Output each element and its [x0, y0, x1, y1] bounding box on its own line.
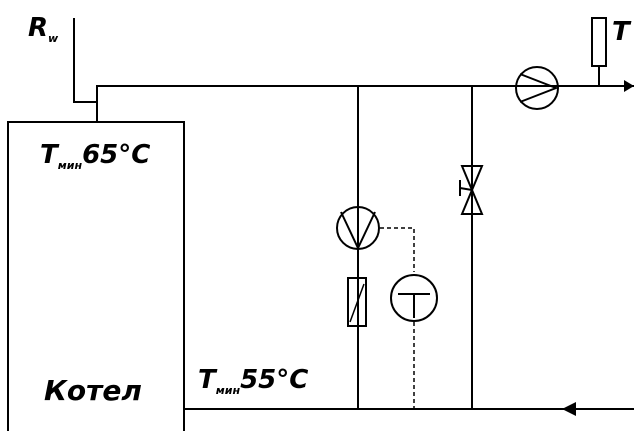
recirculation-pump-icon: [336, 206, 380, 251]
supply-temperature-sensor-icon: [591, 17, 607, 86]
rw-label: Rw: [28, 13, 59, 45]
supply-pipe: [96, 85, 634, 122]
supply-pump-icon: [515, 66, 559, 110]
control-signal-line: [380, 227, 415, 272]
boiler-min-temp-label: Tмин65°C: [40, 140, 150, 172]
return-min-temp-label: Tмин55°C: [198, 365, 308, 397]
supply-temperature-label: T: [612, 17, 632, 47]
supply-flow-arrow: [624, 80, 634, 92]
thermostat-controller-icon: [390, 274, 438, 322]
check-valve-icon: [347, 277, 367, 327]
bypass-valve-icon: [459, 165, 484, 215]
boiler-name-label: Котел: [44, 374, 142, 407]
rw-sensor-line: [73, 18, 97, 103]
return-flow-arrow: [562, 402, 576, 416]
